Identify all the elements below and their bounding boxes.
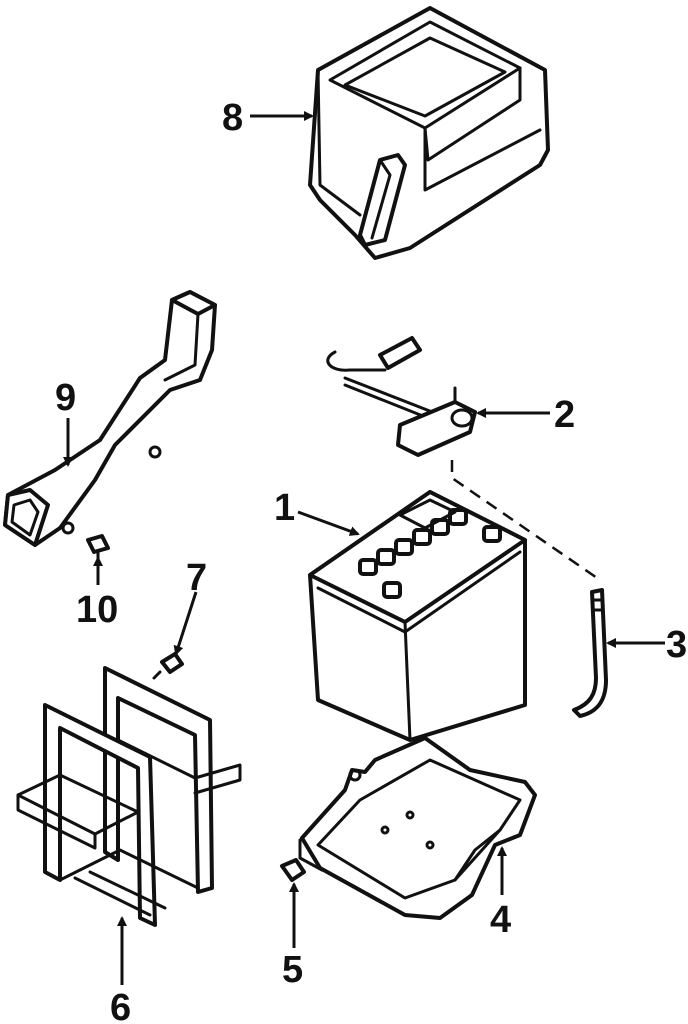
callout-6: 6: [110, 987, 131, 1024]
tray-clip-part: [280, 858, 306, 882]
hold-down-frame-part: [16, 666, 242, 927]
battery-part: [308, 490, 527, 742]
leader-lines: [63, 111, 665, 985]
battery-tray-part: [298, 736, 537, 920]
callout-labels: 8 9 10 2 1 3 7 6 5 4: [55, 97, 687, 1024]
air-duct-part: [3, 290, 217, 547]
callout-1: 1: [274, 487, 295, 529]
leader-line-1: [297, 510, 360, 536]
callout-2: 2: [554, 394, 575, 436]
callout-10: 10: [76, 589, 118, 631]
callout-4: 4: [490, 899, 511, 941]
callout-9: 9: [55, 377, 76, 419]
negative-cable-part: [572, 588, 608, 718]
callout-3: 3: [666, 624, 687, 666]
callout-7: 7: [186, 557, 207, 599]
cable-route-dashed-line: [450, 460, 601, 582]
leader-line-7: [173, 591, 198, 656]
callout-5: 5: [282, 949, 303, 991]
callout-8: 8: [222, 97, 243, 139]
hold-down-bolt-part: [152, 652, 184, 680]
clip-part: [86, 534, 110, 562]
positive-cable-part: [326, 336, 477, 457]
battery-cover-part: [308, 6, 550, 260]
